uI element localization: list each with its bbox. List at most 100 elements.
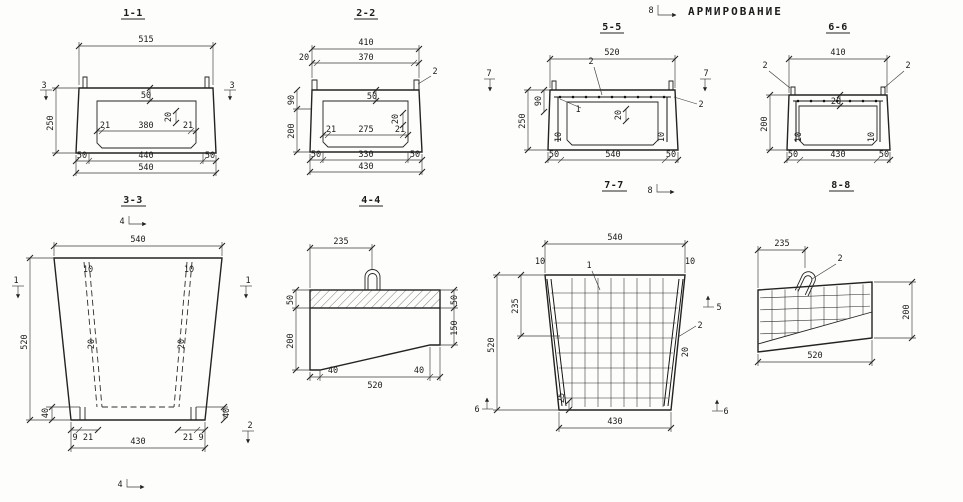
section-view-1-1: 1-1 515 250 50 20 21 380 21 50 440 50 54… (40, 8, 236, 177)
dim-mesh-235: 235 (511, 298, 521, 313)
dim-wall-20l: 20 (87, 339, 97, 349)
dim-top-410: 410 (830, 48, 845, 58)
cut-marker-4-top: 4 (119, 216, 147, 227)
dimensions-8-8: 2 235 200 520 (754, 239, 916, 366)
rebar-6-6: 2 2 (762, 61, 911, 142)
dim-slab-20: 20 (831, 97, 841, 107)
dim-bot-330: 330 (358, 150, 373, 160)
outline-2-2 (309, 79, 423, 153)
view-title-8-8: 8-8 (831, 180, 851, 191)
dim-bottom-430: 430 (607, 417, 622, 427)
cut-label-2-right: 2 (247, 421, 252, 431)
dimensions-5-5: 520 90 250 20 10 10 50 540 50 (518, 48, 682, 164)
cut-label-4-bottom: 4 (117, 480, 122, 490)
rebar-5-5: 1 2 2 (554, 57, 704, 142)
dim-top-540: 540 (130, 235, 145, 245)
dim-slab-50l: 50 (286, 295, 296, 305)
dim-9-right: 9 (198, 433, 203, 443)
dim-h2-200: 200 (287, 123, 297, 138)
dim-foot-40l: 40 (328, 366, 338, 376)
dim-top-515: 515 (138, 35, 153, 45)
dim-90: 90 (534, 96, 544, 106)
rebar-mesh-8-8 (760, 284, 870, 343)
rebar-leader-2: 2 (432, 67, 437, 77)
dimensions-2-2: 410 20 370 2 90 200 50 20 21 275 21 50 3… (287, 38, 438, 176)
dim-height-520: 520 (20, 334, 30, 349)
dim-10-right: 10 (685, 257, 695, 267)
dim-bot-440: 440 (138, 151, 153, 161)
dim-bot-430: 430 (830, 150, 845, 160)
dim-overall-540: 540 (138, 163, 153, 173)
dim-height-200: 200 (902, 304, 912, 319)
dim-25: 25 (557, 393, 567, 403)
outline-4-4 (309, 269, 441, 371)
dim-bot-50l: 50 (77, 151, 87, 161)
dim-loop-235: 235 (333, 237, 348, 247)
dim-bot-50r: 50 (879, 150, 889, 160)
outline-3-3 (53, 257, 223, 421)
dimensions-1-1: 515 250 50 20 21 380 21 50 440 50 540 (46, 35, 220, 177)
dim-top-410: 410 (358, 38, 373, 48)
dimensions-6-6: 410 20 200 10 10 50 430 50 (760, 48, 894, 164)
rebar-leader-2-left: 2 (762, 61, 767, 71)
cut-markers-7: 7 7 (484, 69, 711, 92)
dim-21-left: 21 (83, 433, 93, 443)
dim-h1-90: 90 (287, 95, 297, 105)
dim-foot-40l: 40 (41, 408, 51, 418)
rebar-leader-2-right: 2 (905, 61, 910, 71)
view-title-1-1: 1-1 (123, 8, 143, 19)
dim-bottom-430: 430 (130, 437, 145, 447)
outline-7-7 (544, 274, 686, 411)
cut-marker-8-top: 8 (648, 5, 677, 18)
dim-foot-40r: 40 (414, 366, 424, 376)
view-title-5-5: 5-5 (602, 22, 622, 33)
dim-bot-540: 540 (605, 150, 620, 160)
rebar-leader-2: 2 (697, 321, 702, 331)
dim-inner-21l: 21 (100, 121, 110, 131)
rebar-leader-2-top: 2 (588, 57, 593, 67)
cut-markers-1-2: 1 1 2 (12, 276, 254, 444)
dim-floor-20: 20 (391, 114, 401, 124)
cut-label-4-top: 4 (119, 217, 124, 227)
cut-label-7-left: 7 (486, 69, 491, 79)
dim-pitch-20: 20 (681, 347, 691, 357)
outline-6-6 (786, 86, 891, 151)
dim-inner-275: 275 (358, 125, 373, 135)
cut-marker-8-bottom: 8 (647, 184, 675, 196)
cut-markers-5-6: 5 6 6 (474, 295, 729, 417)
dim-height-250: 250 (46, 115, 56, 130)
cut-label-6-right: 6 (723, 407, 728, 417)
dim-slab-50r: 50 (450, 295, 460, 305)
cut-markers-3: 3 3 (40, 81, 236, 101)
dim-21-right: 21 (183, 433, 193, 443)
rebar-leader-1: 1 (586, 261, 591, 271)
dim-bot-50l: 50 (549, 150, 559, 160)
outline-5-5 (547, 80, 679, 151)
dimensions-4-4: 235 50 200 50 150 40 40 520 (286, 237, 460, 391)
cut-label-7-right: 7 (703, 69, 708, 79)
dim-mid-370: 370 (358, 53, 373, 63)
cut-label-8-top: 8 (648, 6, 653, 16)
view-title-4-4: 4-4 (361, 195, 381, 206)
rebar-leader-2-right: 2 (698, 100, 703, 110)
dim-bot-50r: 50 (666, 150, 676, 160)
section-view-2-2: 2-2 410 20 370 2 90 200 50 20 21 275 21 … (287, 8, 438, 176)
dimensions-3-3: 540 10 10 20 20 520 40 40 9 21 21 9 430 (20, 235, 232, 452)
dim-wall-150r: 150 (450, 320, 460, 335)
dim-bottom-520: 520 (367, 381, 382, 391)
section-view-4-4: 4-4 235 50 200 50 150 40 40 520 (286, 195, 460, 391)
dim-foot-40r: 40 (222, 408, 232, 418)
section-view-7-7: 7-7 8 540 10 10 235 520 25 430 1 2 20 (474, 180, 729, 432)
dim-floor-20: 20 (164, 112, 174, 122)
outline-1-1 (75, 76, 217, 154)
view-title-7-7: 7-7 (604, 180, 624, 191)
dim-cover-10r: 10 (657, 132, 667, 142)
rebar-leader-2: 2 (837, 254, 842, 264)
dim-slab-50: 50 (367, 92, 377, 102)
cut-label-6-left: 6 (474, 405, 479, 415)
dim-inner-21r: 21 (395, 125, 405, 135)
dim-bot-50l: 50 (788, 150, 798, 160)
dim-inner-21r: 21 (183, 121, 193, 131)
